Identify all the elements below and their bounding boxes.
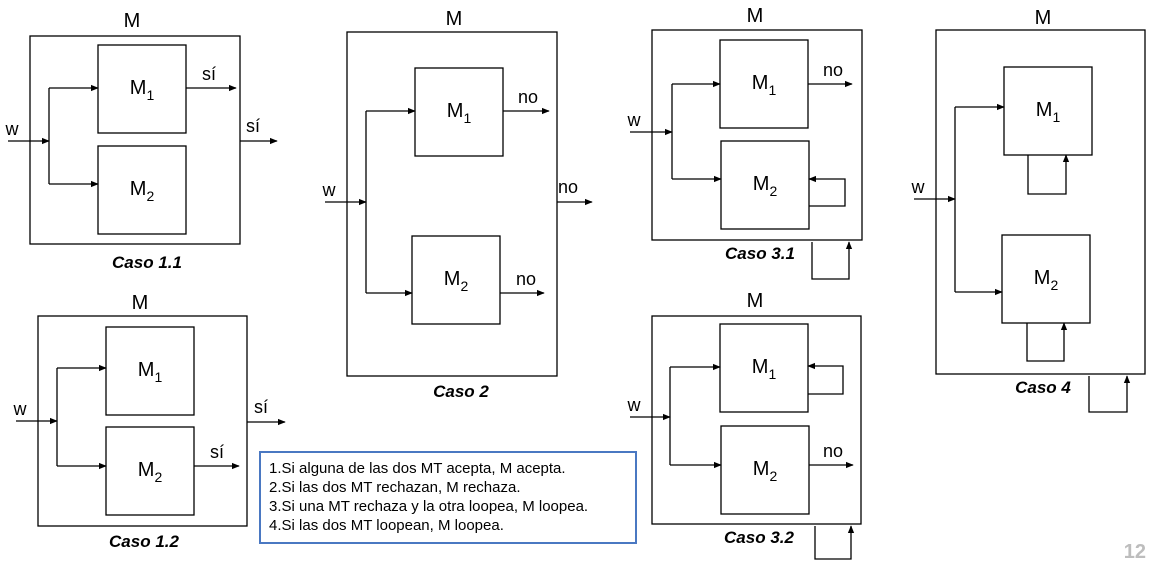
- input-label: w: [627, 395, 642, 415]
- machine-label-m2: M2: [444, 268, 469, 294]
- loop-arrow-m1: [1027, 154, 1070, 195]
- main-output-label: no: [558, 177, 578, 197]
- caption-caso-1-1: Caso 1.1: [112, 253, 182, 272]
- machine-box-m2: [720, 425, 810, 515]
- outer-machine-label: M: [1035, 7, 1052, 29]
- caption-caso-4: Caso 4: [1015, 378, 1071, 397]
- machine-box-m2: [411, 235, 501, 325]
- legend-line-1: 1.Si alguna de las dos MT acepta, M acep…: [269, 460, 566, 477]
- outer-machine-label: M: [124, 10, 141, 32]
- outer-loop-arrow: [814, 525, 855, 560]
- outer-machine-label: M: [446, 8, 463, 30]
- outer-machine-label: M: [747, 5, 764, 27]
- legend-line-4: 4.Si las dos MT loopean, M loopea.: [269, 517, 504, 534]
- machine-box-m2: [1001, 234, 1091, 324]
- output-label-m1: no: [518, 87, 538, 107]
- outer-machine-box: [651, 315, 862, 525]
- machine-label-m2: M2: [753, 458, 778, 484]
- main-output-label: sí: [254, 397, 268, 417]
- machine-label-m1: M1: [138, 359, 163, 385]
- loop-arrow-m2: [808, 175, 846, 207]
- outer-machine-box: [935, 29, 1146, 375]
- output-label-m1: sí: [202, 64, 216, 84]
- caption-caso-3-2: Caso 3.2: [724, 528, 794, 547]
- outer-machine-box: [651, 29, 863, 241]
- output-label-m1: no: [823, 60, 843, 80]
- machine-label-m1: M1: [752, 72, 777, 98]
- legend-line-3: 3.Si una MT rechaza y la otra loopea, M …: [269, 498, 589, 515]
- main-output-label: sí: [246, 116, 260, 136]
- caption-caso-1-2: Caso 1.2: [109, 532, 179, 551]
- loop-arrow-m2: [1026, 322, 1068, 362]
- caption-caso-3-1: Caso 3.1: [725, 244, 795, 263]
- machine-label-m2: M2: [138, 459, 163, 485]
- output-label-m2: no: [823, 441, 843, 461]
- page-number: 12: [1123, 541, 1146, 563]
- machine-box-m2: [105, 426, 195, 516]
- output-label-m2: sí: [210, 442, 224, 462]
- machine-box-m2: [720, 140, 810, 230]
- outer-machine-box: [37, 315, 248, 527]
- outer-loop-arrow: [811, 241, 853, 280]
- outer-machine-label: M: [747, 290, 764, 312]
- machine-label-m1: M1: [752, 356, 777, 382]
- machine-label-m2: M2: [1034, 267, 1059, 293]
- outer-loop-arrow: [1088, 375, 1131, 413]
- input-label: w: [5, 119, 20, 139]
- legend-line-2: 2.Si las dos MT rechazan, M rechaza.: [269, 479, 521, 496]
- machine-label-m2: M2: [753, 173, 778, 199]
- machine-label-m1: M1: [130, 77, 155, 103]
- outer-machine-label: M: [132, 292, 149, 314]
- caption-caso-2: Caso 2: [433, 382, 489, 401]
- machine-box-m2: [97, 145, 187, 235]
- machine-label-m2: M2: [130, 178, 155, 204]
- machine-label-m1: M1: [447, 100, 472, 126]
- outer-machine-box: [29, 35, 241, 245]
- legend-box: 1.Si alguna de las dos MT acepta, M acep…: [259, 451, 637, 544]
- input-label: w: [911, 177, 926, 197]
- input-label: w: [322, 180, 337, 200]
- machine-label-m1: M1: [1036, 99, 1061, 125]
- loop-arrow-m1: [807, 362, 844, 395]
- output-label-m2: no: [516, 269, 536, 289]
- input-label: w: [627, 110, 642, 130]
- input-label: w: [13, 399, 28, 419]
- machine-box-m1: [1003, 66, 1093, 156]
- outer-machine-box: [346, 31, 558, 377]
